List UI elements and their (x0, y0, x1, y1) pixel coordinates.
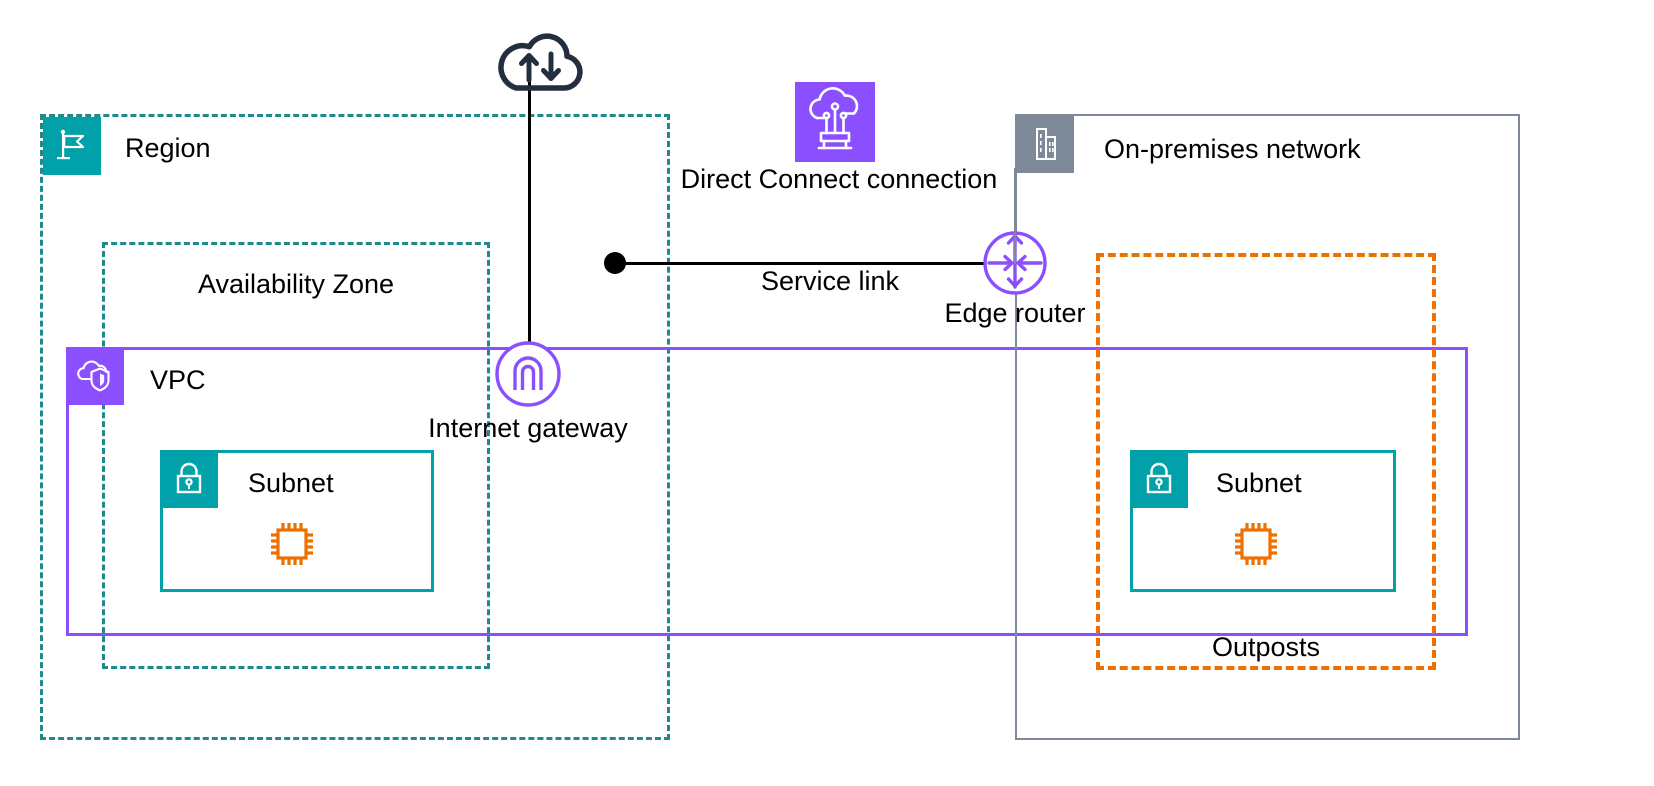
outposts-label: Outposts (1211, 632, 1321, 662)
ec2-instance-icon (1232, 518, 1280, 570)
service-link-endpoint-dot (604, 252, 626, 274)
ec2-instance-icon (268, 518, 316, 570)
region-label: Region (125, 133, 211, 163)
edge-router-label: Edge router (944, 298, 1086, 328)
direct-connect-label: Direct Connect connection (680, 164, 998, 194)
subnet-left-container (160, 450, 434, 592)
subnet-lock-icon (1130, 450, 1188, 508)
corporate-datacenter-icon (1016, 115, 1074, 173)
internet-gateway-icon (494, 340, 562, 408)
subnet-lock-icon (160, 450, 218, 508)
region-container (40, 114, 670, 740)
service-link-label: Service link (760, 266, 900, 296)
subnet-left-label: Subnet (248, 468, 334, 498)
direct-connect-to-onprem-line (1014, 168, 1016, 264)
outposts-container (1096, 253, 1436, 670)
vpc-cloud-shield-icon (66, 347, 124, 405)
internet-cloud-icon (488, 26, 592, 96)
internet-to-gateway-line (528, 62, 531, 352)
availability-zone-label: Availability Zone (197, 269, 395, 299)
region-flag-icon (43, 117, 101, 175)
subnet-right-container (1130, 450, 1396, 592)
internet-gateway-label: Internet gateway (428, 413, 628, 443)
subnet-right-label: Subnet (1216, 468, 1302, 498)
service-link-line (614, 262, 998, 265)
direct-connect-icon (795, 82, 875, 162)
onpremises-container (1015, 114, 1520, 740)
onpremises-label: On-premises network (1104, 134, 1361, 164)
vpc-container (66, 347, 1468, 636)
availability-zone-container (102, 242, 490, 669)
vpc-label: VPC (150, 365, 206, 395)
